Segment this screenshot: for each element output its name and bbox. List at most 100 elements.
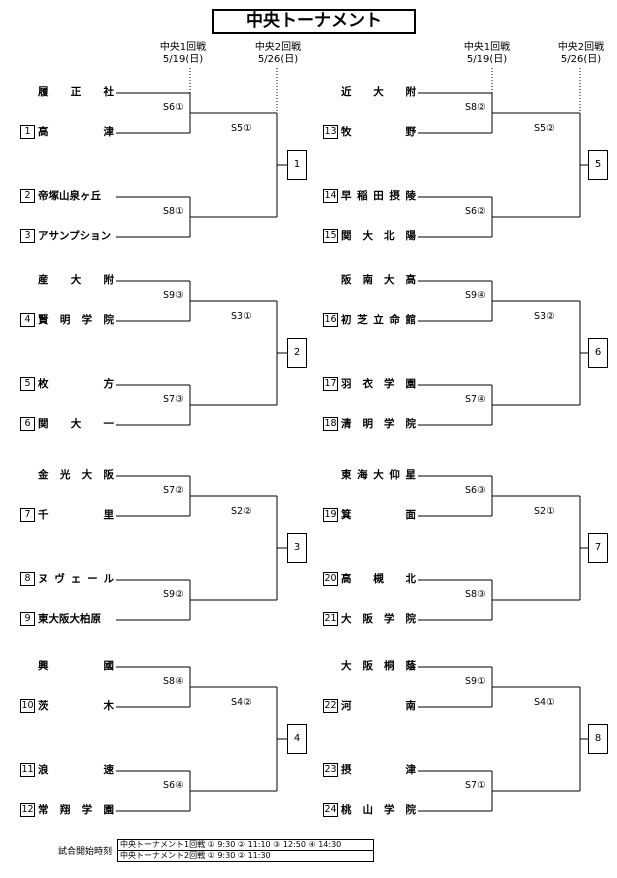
team-name-char: 速: [103, 764, 115, 776]
team-name-char: 賢: [38, 314, 49, 326]
seed-number: 7: [20, 508, 35, 522]
match-label-r1: S7④: [465, 394, 486, 405]
team-name: 関大北陽: [341, 229, 416, 244]
team-name: 産大附: [38, 273, 114, 288]
seed-number: 11: [20, 763, 35, 777]
team-name-char: 千: [38, 509, 49, 521]
team-name: 帝塚山泉ヶ丘: [38, 189, 114, 204]
seed-number: 20: [323, 572, 338, 586]
team-name-char: 國: [103, 660, 115, 672]
team-name-char: 箕: [341, 509, 352, 521]
round-name: 中央2回戦: [557, 42, 605, 53]
team-name-char: 清: [341, 418, 352, 430]
team-name-char: 院: [103, 314, 114, 326]
round-header-r1-right: 中央1回戦 5/19(日): [452, 42, 522, 66]
seed-number: 1: [20, 125, 35, 139]
seed-number: 19: [323, 508, 338, 522]
seed-number: 17: [323, 377, 338, 391]
team-row: 履正社: [20, 85, 190, 100]
team-name-char: 命: [389, 314, 400, 326]
team-name: 東海大仰星: [341, 468, 416, 483]
match-label-r1: S9④: [465, 290, 486, 301]
seed-number: 5: [20, 377, 35, 391]
team-name: 茨木: [38, 699, 114, 714]
team-name: 桃山学院: [341, 803, 416, 818]
team-name: 早稲田摂陵: [341, 189, 416, 204]
team-name-char: ヌ: [38, 573, 49, 585]
team-name-char: 学: [81, 804, 93, 816]
team-name-char: 河: [341, 700, 352, 712]
team-name: ヌヴェール: [38, 572, 114, 587]
team-name: 千里: [38, 508, 114, 523]
seed-number: 12: [20, 803, 35, 817]
team-row: 近大附: [323, 85, 492, 100]
team-name: アサンプション: [38, 229, 114, 244]
team-name-char: 北: [384, 230, 395, 242]
match-label-r1: S7③: [163, 394, 184, 405]
team-name: 清明学院: [341, 417, 416, 432]
winner-box: 7: [588, 533, 608, 563]
match-label-r1: S6③: [465, 485, 486, 496]
round-date: 5/19(日): [162, 54, 204, 65]
seed-number: 22: [323, 699, 338, 713]
team-name-char: 附: [103, 274, 115, 286]
team-row: 産大附: [20, 273, 190, 288]
team-name-char: 一: [103, 418, 115, 430]
team-name-char: 園: [103, 804, 114, 816]
seed-number: 3: [20, 229, 35, 243]
team-name: 大阪桐蔭: [341, 659, 416, 674]
team-name: 金光大阪: [38, 468, 114, 483]
team-name-char: 田: [373, 190, 384, 202]
team-name-char: 学: [384, 804, 395, 816]
team-name-char: 院: [405, 804, 417, 816]
match-label-r2: S2②: [231, 506, 252, 517]
round-header-r2-left: 中央2回戦 5/26(日): [243, 42, 313, 66]
team-name-char: 学: [384, 613, 395, 625]
winner-box: 5: [588, 150, 608, 180]
team-name: 摂津: [341, 763, 416, 778]
seed-number: 13: [323, 125, 338, 139]
seed-number: 21: [323, 612, 338, 626]
team-name-char: 茨: [38, 700, 49, 712]
team-name-char: 産: [38, 274, 49, 286]
team-name-char: 学: [384, 418, 395, 430]
seed-number: 4: [20, 313, 35, 327]
team-name-char: ー: [87, 573, 98, 585]
team-name-char: 東: [341, 469, 352, 481]
seed-number: 14: [323, 189, 338, 203]
team-name-char: 関: [341, 230, 352, 242]
round-header-r2-right: 中央2回戦 5/26(日): [546, 42, 616, 66]
team-name-char: 早: [341, 190, 352, 202]
seed-number: 10: [20, 699, 35, 713]
match-label-r2: S3①: [231, 311, 252, 322]
match-label-r1: S7②: [163, 485, 184, 496]
match-label-r1: S8③: [465, 589, 486, 600]
team-name-char: 翔: [59, 804, 71, 816]
match-label-r1: S9②: [163, 589, 184, 600]
round-name: 中央2回戦: [254, 42, 302, 53]
team-name: 枚方: [38, 377, 114, 392]
team-name-char: 南: [362, 274, 374, 286]
schedule-row: 中央トーナメント2回戦 ① 9:30 ② 11:30: [117, 850, 374, 862]
match-label-r1: S8②: [465, 102, 486, 113]
team-name-char: 衣: [362, 378, 374, 390]
team-name: 東大阪大柏原: [38, 612, 114, 627]
team-name-char: 野: [405, 126, 417, 138]
team-name-char: 津: [405, 764, 417, 776]
team-row: 興國: [20, 659, 190, 674]
seed-number: 2: [20, 189, 35, 203]
team-name-char: 北: [405, 573, 417, 585]
schedule-cell: 中央トーナメント1回戦 ① 9:30 ② 11:10 ③ 12:50 ④ 14:…: [117, 839, 374, 851]
team-name-char: 大: [373, 86, 384, 98]
team-name-char: 高: [341, 573, 352, 585]
